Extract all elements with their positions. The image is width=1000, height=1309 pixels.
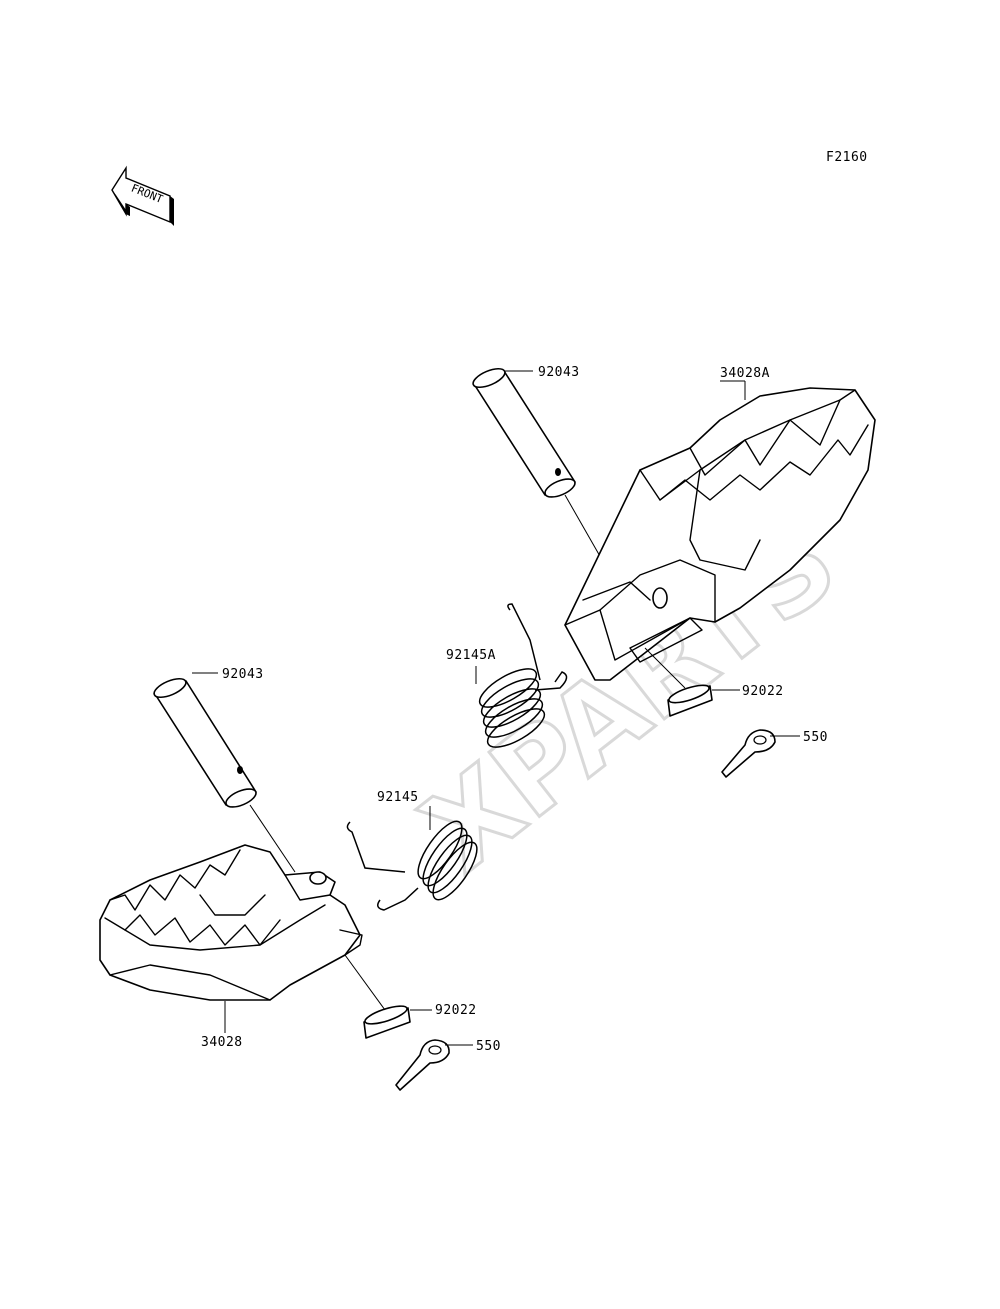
callout-pin-lower: 92043: [222, 667, 264, 682]
washer-upper: [667, 684, 713, 717]
callout-footpeg-lower: 34028: [201, 1035, 243, 1050]
figure-code: F2160: [826, 150, 868, 165]
callout-footpeg-upper: 34028A: [720, 366, 770, 381]
callout-washer-upper: 92022: [742, 684, 784, 699]
footpeg-upper: [564, 387, 876, 681]
callout-pin-upper: 92043: [538, 365, 580, 380]
front-arrow-icon: FRONT: [111, 165, 174, 226]
cotter-pin-lower: [395, 1039, 450, 1091]
spring-upper: [478, 603, 568, 748]
washer-lower: [363, 1005, 411, 1039]
callout-cotter-lower: 550: [476, 1039, 501, 1054]
callout-cotter-upper: 550: [803, 730, 828, 745]
callout-spring-upper: 92145A: [446, 648, 496, 663]
pin-lower: [153, 677, 257, 808]
cotter-pin-upper: [721, 729, 776, 778]
pin-upper: [472, 367, 576, 498]
callout-spring-lower: 92145: [377, 790, 419, 805]
callout-washer-lower: 92022: [435, 1003, 477, 1018]
footpeg-lower: [99, 844, 363, 1001]
spring-lower: [346, 820, 478, 911]
